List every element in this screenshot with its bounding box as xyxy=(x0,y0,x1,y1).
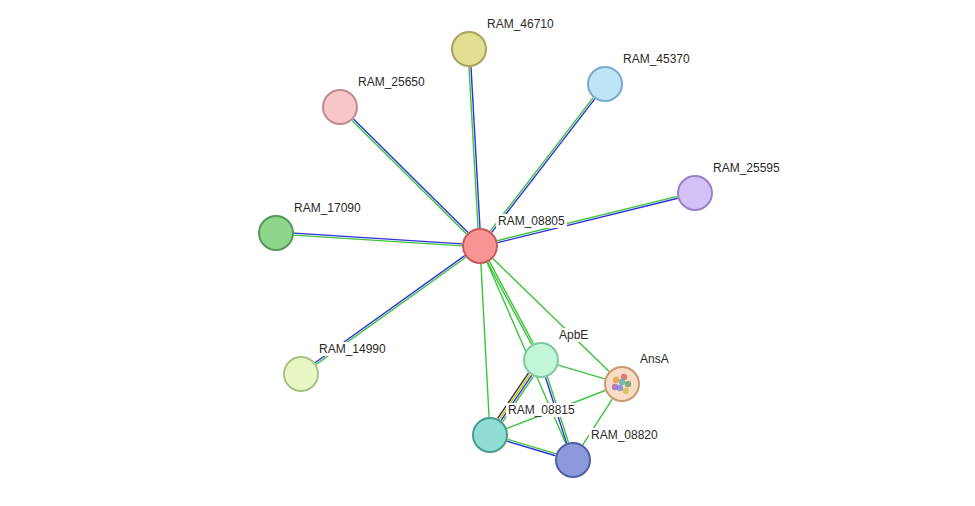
node-circle xyxy=(258,215,294,251)
node-label: RAM_17090 xyxy=(292,201,363,215)
protein-node: RAM_25595 xyxy=(677,175,713,211)
protein-node: RAM_46710 xyxy=(451,31,487,67)
node-circle xyxy=(604,366,640,402)
evidence-line xyxy=(316,257,466,364)
association-edge xyxy=(294,233,462,246)
association-edge xyxy=(507,439,556,456)
association-edge xyxy=(469,67,480,228)
node-label: RAM_14990 xyxy=(317,342,388,356)
protein-node: RAM_08820 xyxy=(555,442,591,478)
node-circle xyxy=(472,417,508,453)
evidence-line xyxy=(469,67,478,228)
evidence-line xyxy=(352,120,466,234)
evidence-line xyxy=(471,67,480,228)
node-label: RAM_08820 xyxy=(589,428,660,442)
evidence-line xyxy=(492,99,595,232)
node-label: RAM_45370 xyxy=(621,52,692,66)
evidence-line xyxy=(315,256,465,363)
node-circle xyxy=(462,228,498,264)
node-label: RAM_08805 xyxy=(496,214,567,228)
node-circle xyxy=(523,342,559,378)
protein-node: RAM_14990 xyxy=(283,356,319,392)
node-label: RAM_08815 xyxy=(506,403,577,417)
association-edge xyxy=(490,98,595,233)
protein-node: RAM_17090 xyxy=(258,215,294,251)
protein-node: RAM_08815 xyxy=(472,417,508,453)
node-circle xyxy=(451,31,487,67)
evidence-line xyxy=(294,235,462,246)
node-label: RAM_25595 xyxy=(711,161,782,175)
protein-node: AnsA xyxy=(604,366,640,402)
protein-node: RAM_25650 xyxy=(322,89,358,125)
association-edge xyxy=(352,119,468,234)
protein-node: ApbE xyxy=(523,342,559,378)
structure-image xyxy=(606,368,637,399)
node-label: AnsA xyxy=(638,352,671,366)
evidence-line xyxy=(353,119,467,233)
node-circle xyxy=(555,442,591,478)
evidence-line xyxy=(489,261,533,343)
protein-node: RAM_45370 xyxy=(587,66,623,102)
evidence-line xyxy=(481,264,489,417)
evidence-line xyxy=(490,98,593,231)
evidence-line xyxy=(507,441,556,456)
association-edge xyxy=(481,264,489,417)
node-circle xyxy=(677,175,713,211)
node-circle xyxy=(322,89,358,125)
association-edge xyxy=(315,256,466,365)
evidence-line xyxy=(507,390,605,428)
evidence-line xyxy=(294,233,462,244)
evidence-line xyxy=(558,365,604,379)
node-label: RAM_25650 xyxy=(356,75,427,89)
node-circle xyxy=(587,66,623,102)
node-label: ApbE xyxy=(557,328,590,342)
association-edge xyxy=(507,390,605,428)
evidence-line xyxy=(508,439,557,454)
association-edge xyxy=(488,261,534,344)
node-circle xyxy=(283,356,319,392)
node-label: RAM_46710 xyxy=(485,17,556,31)
association-edge xyxy=(558,365,604,379)
protein-node: RAM_08805 xyxy=(462,228,498,264)
